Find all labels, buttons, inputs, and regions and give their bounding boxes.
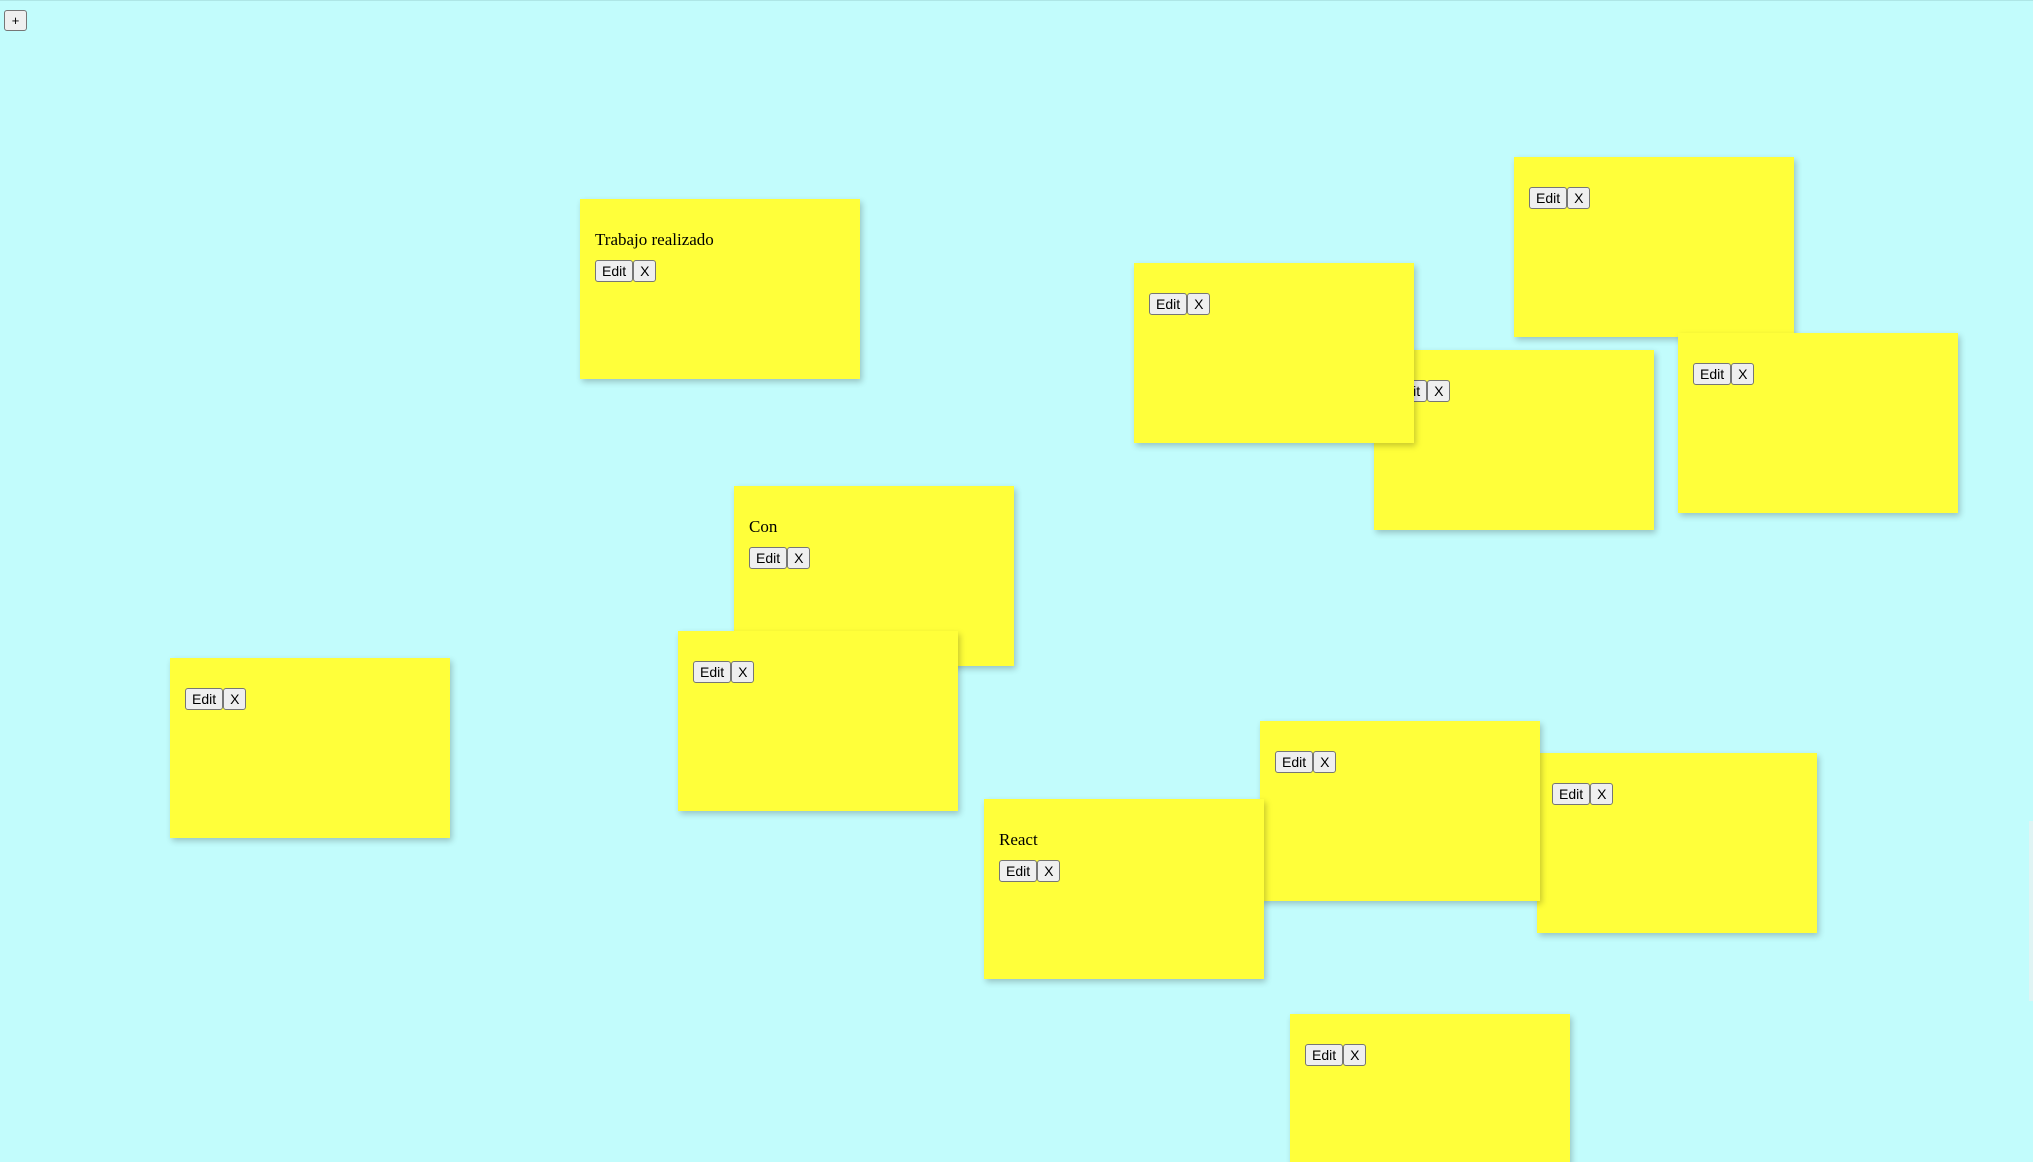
note-actions: Edit X [999,860,1249,882]
sticky-note[interactable]: Edit X [678,631,958,811]
sticky-note[interactable]: Edit X [1374,350,1654,530]
delete-note-button[interactable]: X [633,260,657,282]
note-actions: Edit X [1693,363,1943,385]
edit-note-button[interactable]: Edit [1693,363,1732,385]
sticky-note[interactable]: React Edit X [984,799,1264,979]
sticky-note[interactable]: Edit X [170,658,450,838]
sticky-note[interactable]: Edit X [1134,263,1414,443]
delete-note-button[interactable]: X [1590,783,1614,805]
edit-note-button[interactable]: Edit [1305,1044,1344,1066]
edit-note-button[interactable]: Edit [1149,293,1188,315]
note-actions: Edit X [1552,783,1802,805]
delete-note-button[interactable]: X [223,688,247,710]
edit-note-button[interactable]: Edit [693,661,732,683]
sticky-note[interactable]: Edit X [1678,333,1958,513]
delete-note-button[interactable]: X [1427,380,1451,402]
edit-note-button[interactable]: Edit [1529,187,1568,209]
delete-note-button[interactable]: X [1037,860,1061,882]
delete-note-button[interactable]: X [1187,293,1211,315]
note-actions: Edit X [749,547,999,569]
note-text: Con [749,517,778,536]
note-actions: Edit X [1275,751,1525,773]
edit-note-button[interactable]: Edit [595,260,634,282]
edit-note-button[interactable]: Edit [999,860,1038,882]
note-actions: Edit X [693,661,943,683]
edit-note-button[interactable]: Edit [185,688,224,710]
sticky-note[interactable]: Trabajo realizado Edit X [580,199,860,379]
delete-note-button[interactable]: X [1343,1044,1367,1066]
note-actions: Edit X [1389,380,1639,402]
note-actions: Edit X [1149,293,1399,315]
note-text: React [999,830,1038,849]
scroll-edge [2029,821,2033,1001]
sticky-note[interactable]: Edit X [1514,157,1794,337]
edit-note-button[interactable]: Edit [1552,783,1591,805]
add-note-button[interactable]: + [4,10,27,31]
note-actions: Edit X [185,688,435,710]
edit-note-button[interactable]: Edit [1275,751,1314,773]
note-text: Trabajo realizado [595,230,714,249]
delete-note-button[interactable]: X [1567,187,1591,209]
delete-note-button[interactable]: X [1731,363,1755,385]
delete-note-button[interactable]: X [787,547,811,569]
delete-note-button[interactable]: X [1313,751,1337,773]
note-actions: Edit X [1529,187,1779,209]
note-actions: Edit X [595,260,845,282]
note-actions: Edit X [1305,1044,1555,1066]
sticky-note[interactable]: Edit X [1260,721,1540,901]
sticky-note[interactable]: Edit X [1537,753,1817,933]
edit-note-button[interactable]: Edit [749,547,788,569]
sticky-note[interactable]: Edit X [1290,1014,1570,1162]
delete-note-button[interactable]: X [731,661,755,683]
